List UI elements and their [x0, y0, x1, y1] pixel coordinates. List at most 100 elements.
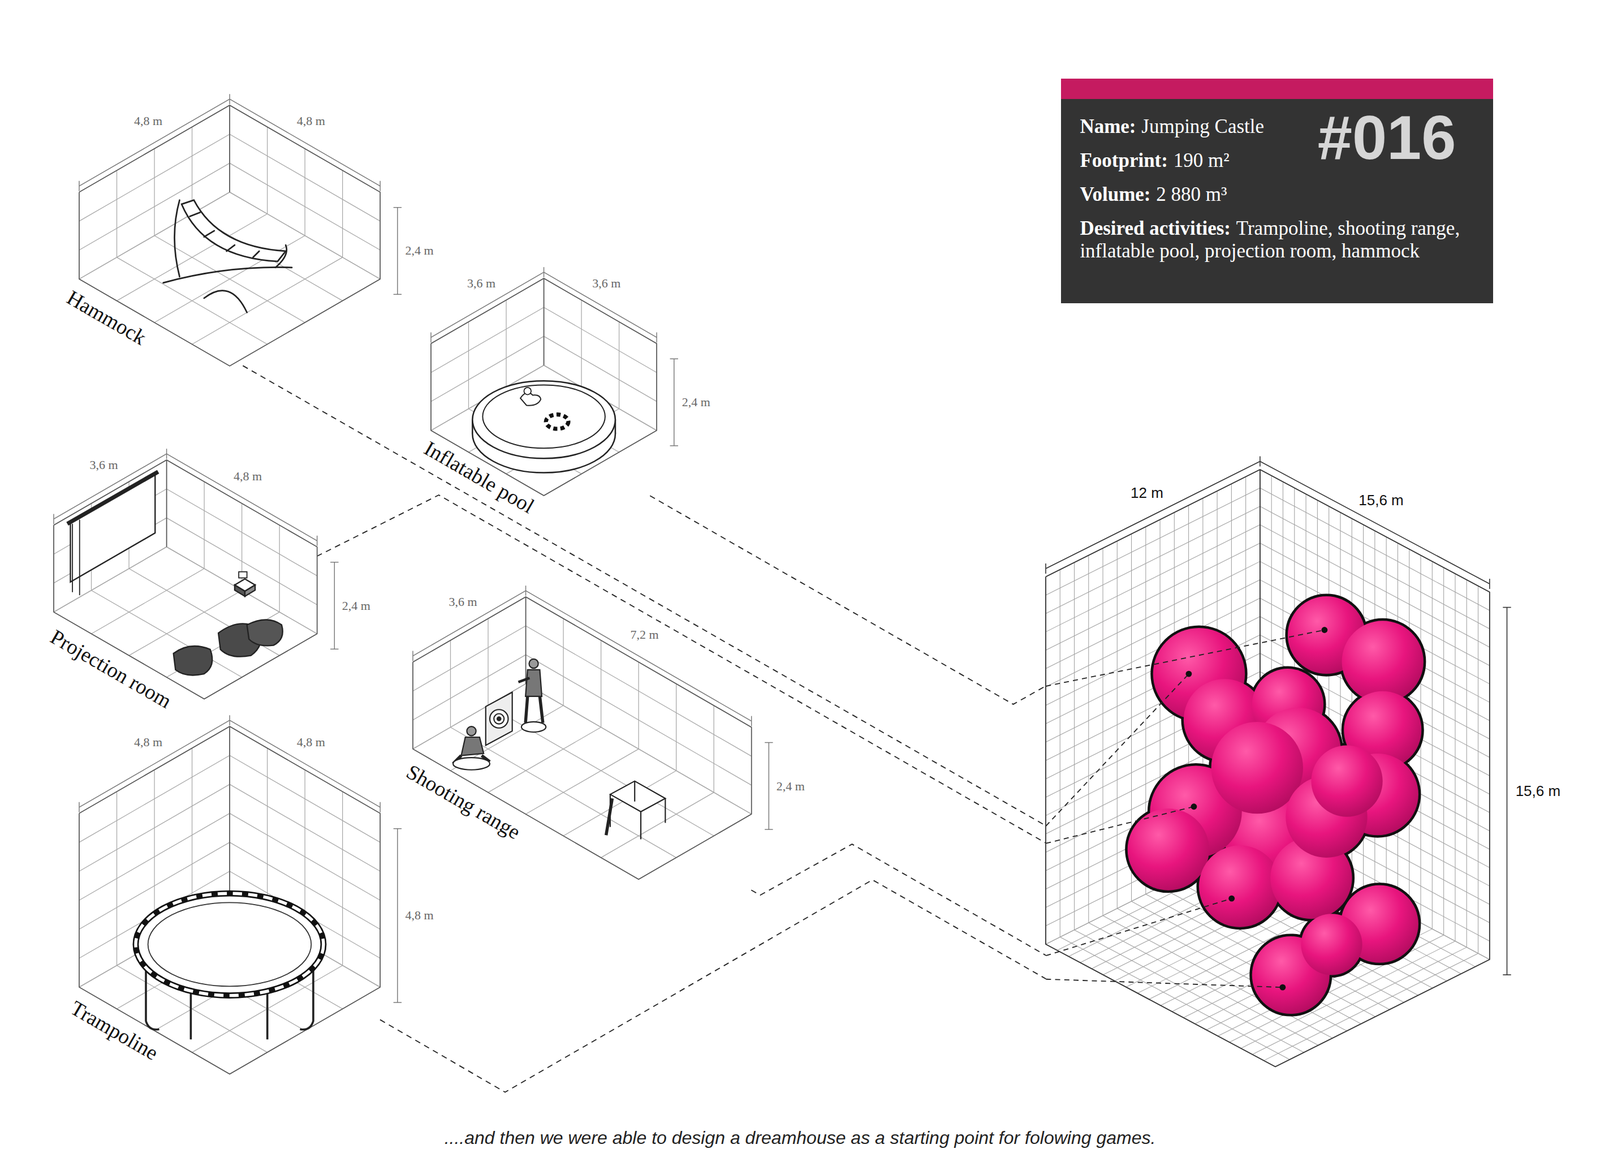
grid-line: [468, 386, 582, 452]
grid-line: [229, 783, 381, 871]
grid-line: [412, 683, 526, 749]
grid-line: [79, 783, 230, 871]
dimension-tick: [393, 206, 401, 208]
dimension-label: 7,2 m: [628, 627, 661, 642]
castle-blobs: [1153, 627, 1245, 720]
grid-line: [53, 546, 167, 612]
grid-line: [1057, 842, 1272, 950]
castle-blobs: [1127, 808, 1210, 890]
grid-line: [544, 307, 658, 373]
grid-line: [1045, 818, 1261, 926]
grid-line: [1229, 934, 1444, 1042]
castle-blobs: [1211, 721, 1304, 814]
caption: ....and then we were able to design a dr…: [0, 1126, 1600, 1149]
grid-line: [53, 546, 167, 612]
grid-line: [1045, 689, 1261, 797]
pool-illustration: [523, 387, 532, 395]
projection-illustration: [218, 623, 261, 657]
dimension-line: [166, 454, 317, 542]
dimension-tick: [670, 358, 679, 360]
castle-blobs: [1199, 844, 1281, 927]
grid-line: [544, 365, 658, 431]
grid-line: [562, 618, 564, 706]
castle-blobs-outline: [1342, 620, 1424, 702]
grid-line: [165, 459, 167, 547]
grid-line: [1260, 744, 1490, 868]
dimension-tick: [393, 293, 401, 295]
shooting-illustration: [489, 709, 508, 728]
grid-line: [1149, 891, 1364, 999]
grid-line: [1260, 708, 1490, 831]
grid-line: [154, 943, 305, 1031]
dimension-line: [229, 719, 381, 808]
grid-line: [1260, 506, 1490, 629]
dimension-tick: [1045, 563, 1047, 574]
grid-line: [1264, 952, 1479, 1060]
grid-line: [450, 727, 676, 858]
accent-bar: [1061, 78, 1494, 99]
shooting-illustration: [461, 736, 485, 756]
inner-leader-lines: [1045, 630, 1325, 988]
grid-line: [412, 625, 526, 691]
project-number: #016: [1317, 106, 1457, 169]
grid-line: [430, 365, 545, 431]
grid-line: [1045, 542, 1261, 650]
field-label: Name:: [1079, 115, 1136, 138]
castle-blobs-outline: [1149, 765, 1242, 858]
castle-blobs-outline: [1310, 744, 1383, 817]
dimension-label: 4,8 m: [295, 114, 327, 128]
projection-illustration: [244, 584, 256, 597]
dimension-label: 4,8 m: [403, 908, 436, 922]
field-value: Jumping Castle: [1141, 115, 1265, 138]
grid-line: [1260, 671, 1490, 795]
grid-line: [128, 590, 243, 656]
grid-line: [1172, 904, 1387, 1012]
grid-line: [1137, 885, 1353, 993]
dimension-label: 4,8 m: [132, 735, 165, 749]
volume-edge: [524, 596, 526, 684]
grid-line: [1260, 487, 1490, 611]
grid-line: [1218, 928, 1433, 1036]
castle-volume: 12 m15,6 m15,6 m: [1045, 469, 1490, 1067]
projection-illustration: [234, 584, 245, 597]
grid-line: [1080, 855, 1295, 963]
inner-leader-lines: [1045, 898, 1232, 956]
dimension-tick: [53, 514, 54, 525]
castle-blobs: [1255, 707, 1341, 794]
grid-line: [525, 748, 639, 814]
castle-blobs: [1343, 691, 1422, 769]
grid-line: [165, 459, 167, 547]
dimension-line: [79, 719, 230, 808]
dimension-line: [333, 562, 335, 650]
grid-line: [79, 842, 230, 930]
activity-dots: [1279, 984, 1286, 991]
grid-line: [91, 568, 205, 634]
grid-line: [229, 162, 381, 250]
dimension-label: 4,8 m: [132, 114, 165, 128]
castle-blobs: [1310, 744, 1383, 817]
grid-line: [229, 134, 381, 222]
grid-line: [543, 278, 545, 366]
grid-line: [1260, 726, 1490, 850]
dimension-tick: [670, 445, 679, 446]
grid-line: [191, 256, 343, 344]
grid-line: [1195, 916, 1410, 1024]
dashed-connector: [649, 495, 1046, 705]
grid-line: [1252, 946, 1468, 1054]
grid-line: [563, 770, 677, 836]
volume-edge: [1045, 469, 1490, 1067]
trampoline-illustration: [135, 893, 324, 1039]
grid-line: [1045, 781, 1261, 889]
castle-blobs: [1337, 753, 1419, 835]
shooting-illustration: [606, 798, 613, 835]
grid-line: [713, 705, 714, 793]
dimension-tick: [430, 332, 431, 343]
hammock-illustration: [163, 200, 292, 313]
grid-line: [544, 365, 658, 431]
hammock-illustration: [204, 290, 248, 313]
castle-blobs: [1300, 913, 1362, 975]
dimension-label: 2,4 m: [680, 395, 713, 409]
grid-line: [154, 943, 305, 1031]
